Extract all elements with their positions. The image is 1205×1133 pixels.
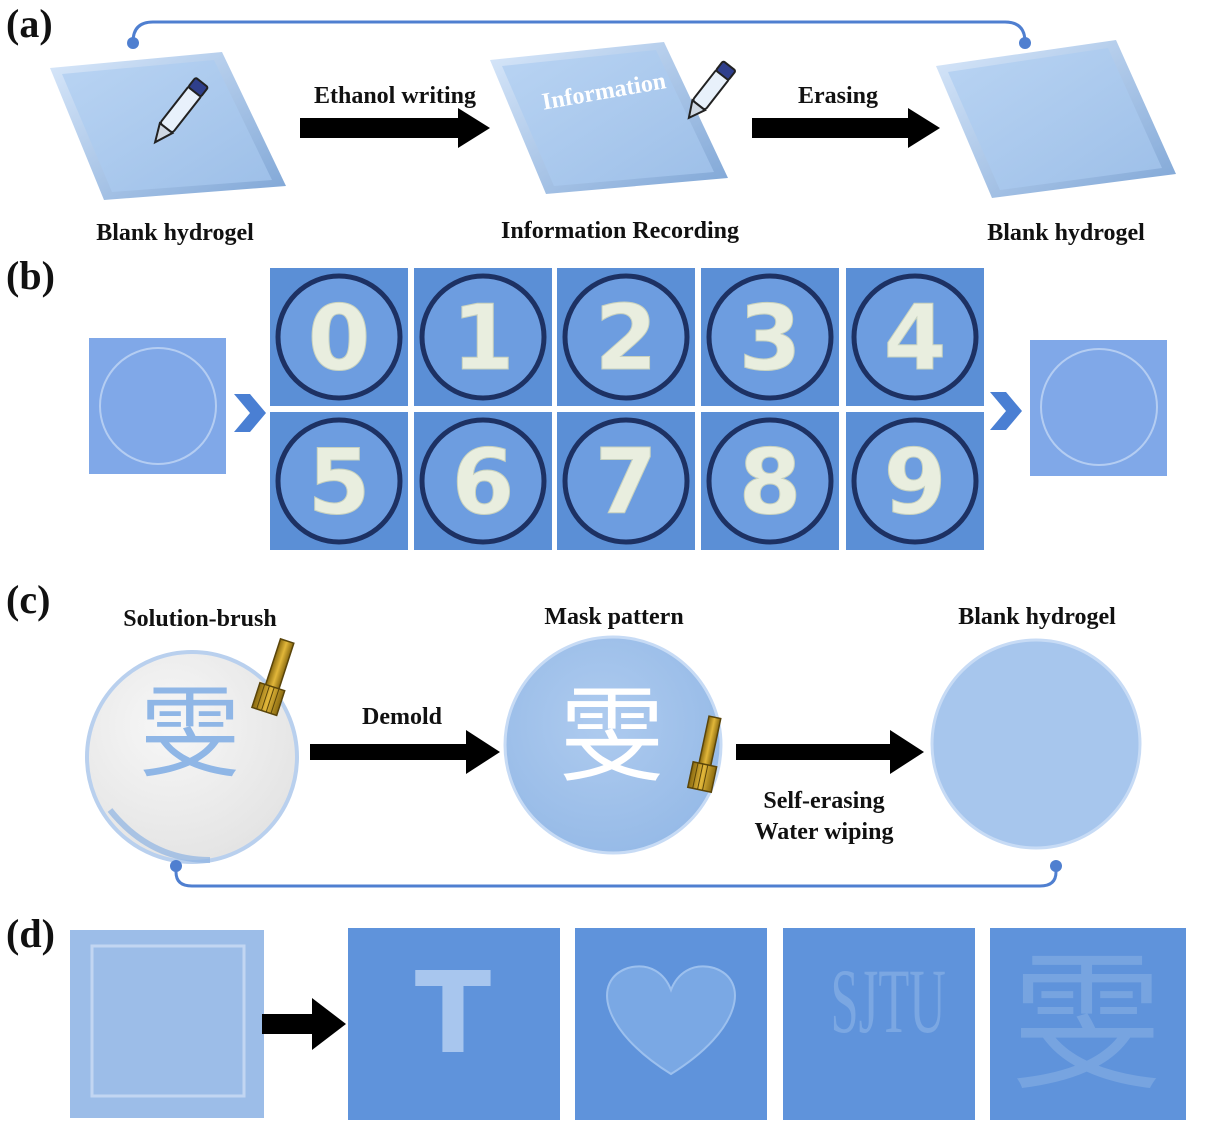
arrow-self-erasing (736, 730, 924, 774)
panel-b-label: (b) (6, 253, 55, 298)
digit-gel-photo: 7 (557, 412, 695, 550)
chevron-right-icon (990, 392, 1022, 430)
information-hydrogel-slab (490, 42, 728, 194)
chevron-right-icon (234, 394, 266, 432)
solution-brush-disc (85, 650, 299, 864)
brush-icon (686, 715, 722, 794)
arrow-label-water-wiping: Water wiping (754, 819, 894, 845)
digit-label: 6 (452, 430, 515, 535)
digit-gel-photo: 4 (846, 268, 984, 406)
panel-d-label: (d) (6, 911, 55, 956)
cycle-connector-bottom (174, 866, 1058, 888)
digit-gel-photo: 6 (414, 412, 552, 550)
sample-character-text: 雯 (1012, 938, 1163, 1112)
sample-t-photo (348, 928, 560, 1120)
arrow2-label-a: Erasing (797, 83, 879, 109)
sample-t-letter: T (414, 949, 492, 1079)
arrow-label-demold: Demold (362, 704, 442, 730)
digit-gel-photo: 3 (701, 268, 839, 406)
mask-pattern-character: 雯 (560, 675, 665, 797)
digit-label: 9 (884, 430, 947, 535)
digit-gel-photo: 2 (557, 268, 695, 406)
digit-label: 5 (308, 430, 371, 535)
arrow-erasing (752, 108, 940, 148)
digit-label: 4 (884, 286, 947, 391)
arrow1-label-a: Ethanol writing (313, 83, 477, 109)
digit-label: 0 (308, 286, 371, 391)
blank-hydrogel-disc (930, 638, 1142, 850)
blank-gel-photo-right (1030, 340, 1167, 476)
sample-heart-photo (575, 928, 767, 1120)
digit-label: 3 (739, 286, 802, 391)
caption-blank-hydrogel-c: Blank hydrogel (958, 604, 1116, 630)
caption-blank-hydrogel-1: Blank hydrogel (96, 220, 254, 246)
blank-hydrogel-slab-3 (936, 40, 1176, 198)
arrow-demold (310, 730, 500, 774)
digit-gel-photo: 8 (701, 412, 839, 550)
solution-brush-character: 雯 (140, 675, 240, 792)
brush-icon (250, 637, 295, 717)
blank-gel-photo-left (89, 338, 226, 474)
heart-icon (606, 965, 736, 1076)
digit-label: 8 (739, 430, 802, 535)
caption-mask-pattern: Mask pattern (544, 604, 684, 630)
panel-a-label: (a) (6, 1, 53, 46)
digit-gel-photo: 1 (414, 268, 552, 406)
caption-solution-brush: Solution-brush (123, 606, 277, 632)
caption-information-recording: Information Recording (501, 218, 739, 244)
mask-pattern-disc (503, 635, 723, 855)
sample-character-photo (990, 928, 1186, 1120)
arrow-d (262, 998, 346, 1050)
cycle-connector-top (131, 20, 1027, 43)
sample-sjtu-photo (783, 928, 975, 1120)
pen-icon (687, 60, 736, 120)
digit-label: 7 (595, 430, 658, 535)
digit-label: 2 (595, 286, 658, 391)
digit-label: 1 (452, 286, 515, 391)
sample-sjtu-text: SJTU (830, 950, 946, 1052)
arrow-ethanol-writing (300, 108, 490, 148)
digit-gel-photo: 9 (846, 412, 984, 550)
arrow-label-self-erasing: Self-erasing (763, 788, 885, 814)
blank-square-gel-photo (70, 930, 264, 1118)
pen-icon (153, 77, 209, 145)
digit-gel-photo: 5 (270, 412, 408, 550)
digit-gel-photo: 0 (270, 268, 408, 406)
panel-c-label: (c) (6, 577, 51, 622)
caption-blank-hydrogel-3: Blank hydrogel (987, 220, 1145, 246)
